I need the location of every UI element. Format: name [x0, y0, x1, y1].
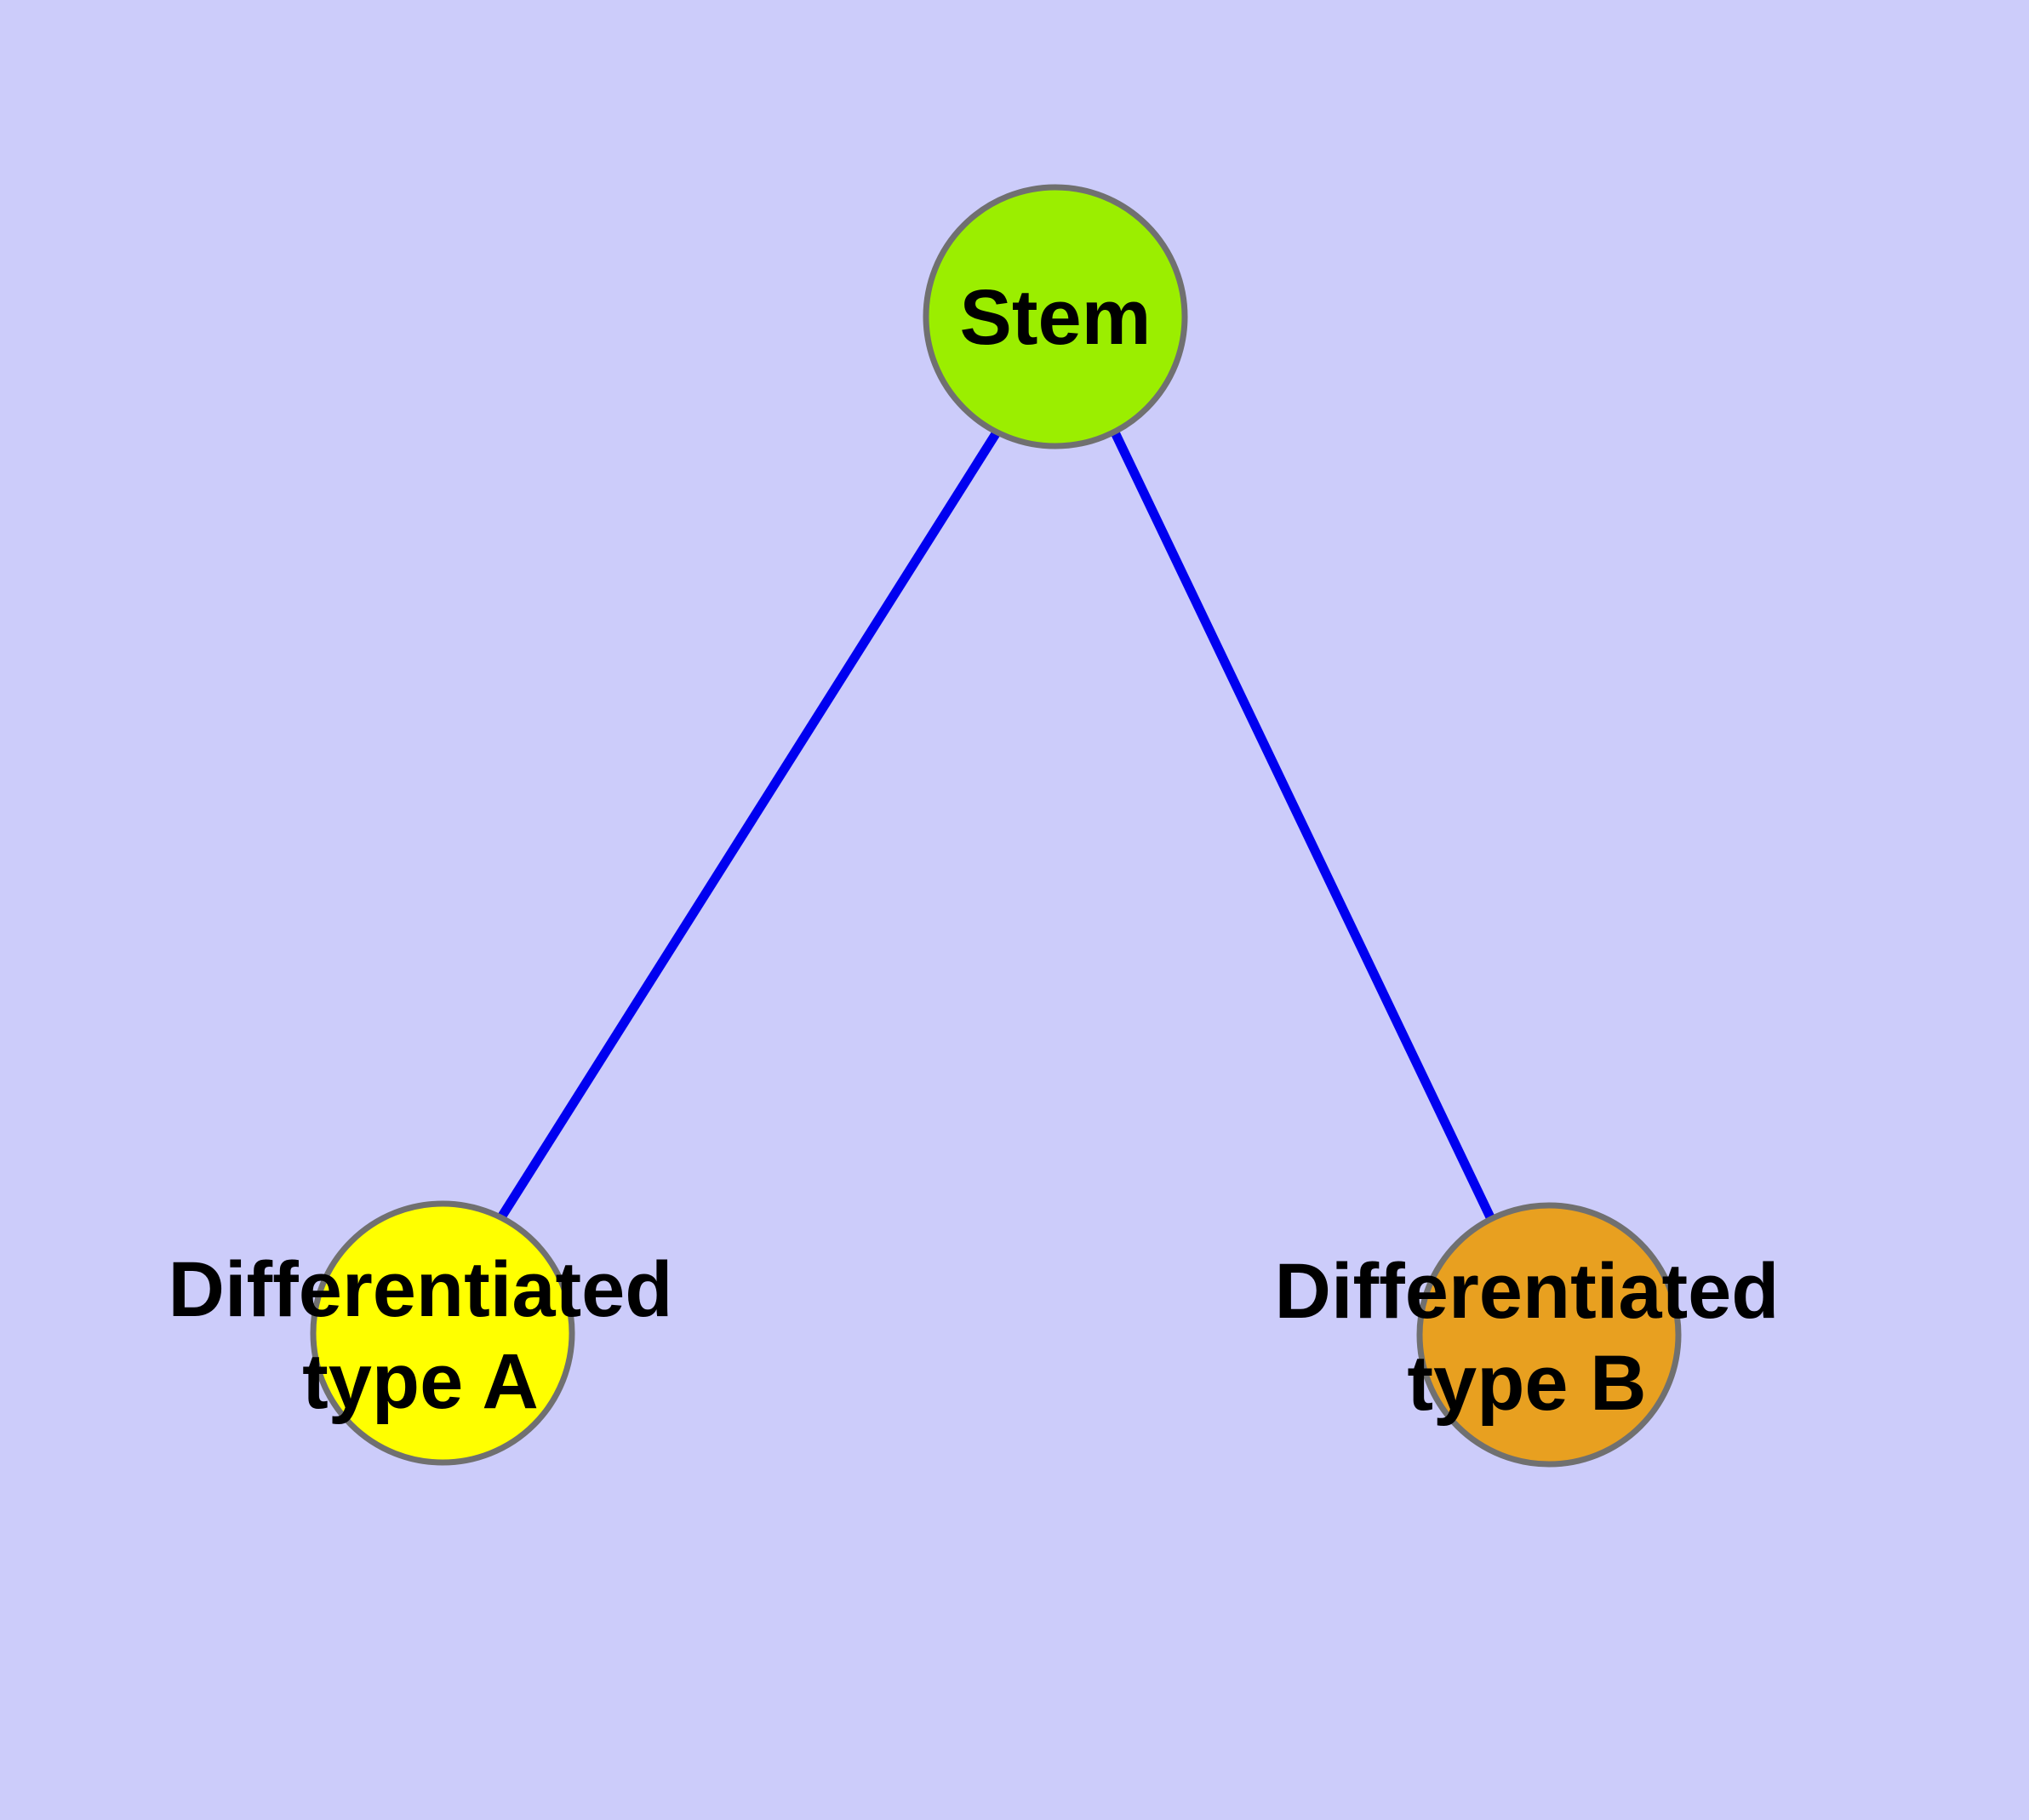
node-differentiated-type-b-circle[interactable] — [1416, 1202, 1682, 1468]
node-stem-circle[interactable] — [923, 184, 1188, 449]
edge-stem-to-differentiated-type-b[interactable] — [1111, 430, 1495, 1222]
edge-stem-to-differentiated-type-a[interactable] — [497, 430, 1001, 1220]
node-differentiated-type-b-label-line-2: type B — [1407, 1340, 1646, 1427]
node-differentiated-type-a-label-line-1: Differentiated — [169, 1246, 673, 1333]
node-differentiated-type-b-label-line-1: Differentiated — [1275, 1248, 1780, 1335]
node-differentiated-type-a-label-line-2: type A — [302, 1338, 539, 1425]
node-stem[interactable]: Stem — [923, 184, 1188, 449]
node-differentiated-type-a[interactable]: Differentiated type A — [169, 1200, 673, 1466]
node-differentiated-type-a-circle[interactable] — [310, 1200, 575, 1466]
edge-layer — [497, 430, 1495, 1222]
node-layer: Stem Differentiated type A Differentiate… — [169, 184, 1780, 1468]
node-differentiated-type-b[interactable]: Differentiated type B — [1275, 1202, 1780, 1468]
node-stem-label: Stem — [960, 274, 1152, 361]
